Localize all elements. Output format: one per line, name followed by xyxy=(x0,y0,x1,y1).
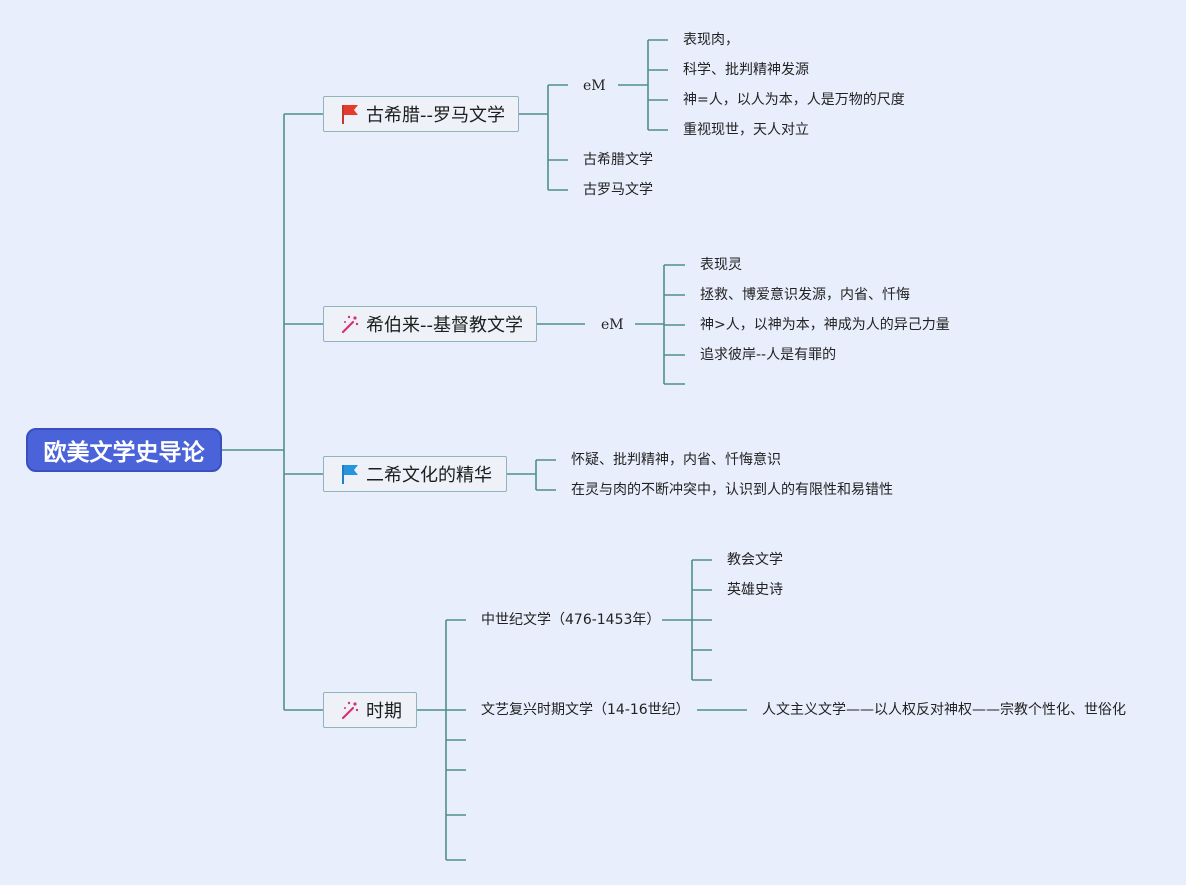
sparkle-wand-icon xyxy=(340,699,360,721)
root-label: 欧美文学史导论 xyxy=(43,440,205,466)
sub-node[interactable]: 古罗马文学 xyxy=(583,182,653,198)
sparkle-wand-icon xyxy=(340,313,360,335)
leaf-node[interactable]: 追求彼岸--人是有罪的 xyxy=(700,347,837,363)
sub-node[interactable]: 在灵与肉的不断冲突中，认识到人的有限性和易错性 xyxy=(571,482,893,498)
sub-node[interactable]: 怀疑、批判精神，内省、忏悔意识 xyxy=(571,452,781,468)
leaf-node[interactable]: 英雄史诗 xyxy=(727,582,783,598)
leaf-node[interactable]: 表现灵 xyxy=(700,257,742,273)
root-node[interactable]: 欧美文学史导论 xyxy=(26,428,222,472)
leaf-node[interactable]: 拯救、博爱意识发源，内省、忏悔 xyxy=(700,287,910,303)
sub-node[interactable]: 古希腊文学 xyxy=(583,152,653,168)
leaf-node[interactable]: 科学、批判精神发源 xyxy=(683,62,809,78)
branch-periods[interactable]: 时期 xyxy=(323,692,417,728)
sub-node-medieval[interactable]: 中世纪文学（476-1453年） xyxy=(481,612,661,628)
branch-label: 时期 xyxy=(366,701,402,722)
blue-flag-icon xyxy=(340,463,360,485)
branch-hebrew-christian[interactable]: 希伯来--基督教文学 xyxy=(323,306,537,342)
branch-label: 希伯来--基督教文学 xyxy=(366,315,523,336)
leaf-node[interactable]: 重视现世，天人对立 xyxy=(683,122,809,138)
leaf-node[interactable]: 教会文学 xyxy=(727,552,783,568)
sub-node-em[interactable]: eM xyxy=(601,317,624,333)
sub-node-em[interactable]: eM xyxy=(583,78,606,94)
branch-label: 二希文化的精华 xyxy=(366,465,492,486)
leaf-node[interactable]: 表现肉， xyxy=(683,32,739,48)
branch-label: 古希腊--罗马文学 xyxy=(366,105,505,126)
leaf-node[interactable]: 神>人，以神为本，神成为人的异己力量 xyxy=(700,317,950,333)
branch-greek-roman[interactable]: 古希腊--罗马文学 xyxy=(323,96,519,132)
branch-essence[interactable]: 二希文化的精华 xyxy=(323,456,507,492)
leaf-node[interactable]: 人文主义文学——以人权反对神权——宗教个性化、世俗化 xyxy=(762,702,1126,718)
leaf-node[interactable]: 神=人，以人为本，人是万物的尺度 xyxy=(683,92,905,108)
sub-node-renaissance[interactable]: 文艺复兴时期文学（14-16世纪） xyxy=(481,702,690,718)
red-flag-icon xyxy=(340,103,360,125)
